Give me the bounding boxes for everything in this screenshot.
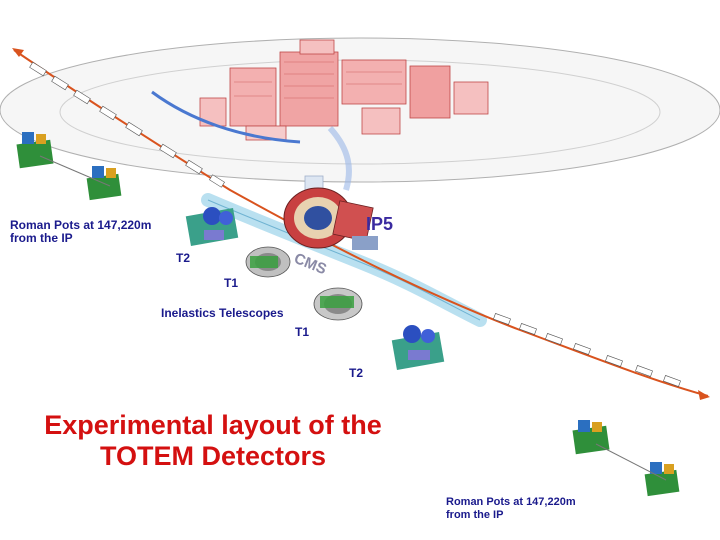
surface-access-tunnel-2	[327, 125, 352, 191]
beam-arrow-right	[698, 390, 710, 400]
surface-site-outline	[0, 37, 720, 183]
surface-access-tunnel	[151, 90, 301, 144]
t2-telescope-upper	[245, 246, 291, 278]
cms-detector	[283, 187, 378, 250]
t1-telescope-lower	[313, 287, 363, 321]
building-window-lines	[234, 61, 402, 99]
roman-pots-left-label: Roman Pots at 147,220m from the IP	[10, 218, 152, 245]
diagram-title: Experimental layout of the TOTEM Detecto…	[8, 410, 418, 472]
inelastics-telescopes-label: Inelastics Telescopes	[161, 306, 284, 320]
t2-upper-label: T2	[176, 251, 191, 265]
title-line-2: TOTEM Detectors	[99, 441, 327, 471]
roman-pot-station-left	[16, 132, 122, 201]
beam-arrow-left	[12, 48, 24, 57]
left-beamline-elements	[29, 61, 225, 188]
t1-lower-label: T1	[295, 325, 310, 339]
title-line-1: Experimental layout of the	[44, 410, 382, 440]
roman-pot-station-right	[572, 420, 680, 497]
cavern-tunnel-edge	[207, 199, 481, 321]
roman-pots-right-label: Roman Pots at 147,220m from the IP	[446, 496, 576, 521]
surface-buildings	[199, 39, 489, 141]
ip5-label: IP5	[366, 214, 394, 234]
t2-lower-label: T2	[349, 366, 364, 380]
t1-upper-label: T1	[224, 276, 239, 290]
right-beamline-elements	[493, 313, 681, 387]
roman-pot-near-upper	[185, 207, 239, 246]
roman-pot-near-lower	[391, 325, 445, 370]
